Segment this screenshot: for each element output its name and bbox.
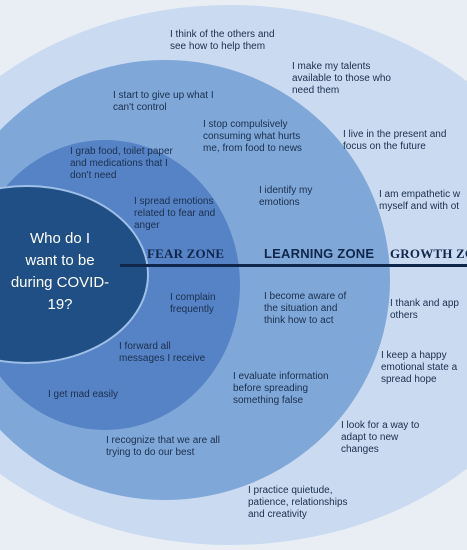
fear-item: I forward all messages I receive — [119, 341, 206, 364]
growth-item: I am empathetic w myself and with ot — [379, 189, 461, 212]
center-question: Who do I want to be during COVID- 19? — [10, 230, 110, 313]
learning-zone-label: LEARNING ZONE — [264, 246, 375, 261]
learning-item: I become aware of the situation and thin… — [264, 291, 347, 326]
learning-item: I stop compulsively consuming what hurts… — [203, 119, 302, 154]
zone-divider-line — [120, 264, 467, 267]
growth-item: I keep a happy emotional state a spread … — [381, 350, 458, 385]
learning-item: I identify my emotions — [259, 185, 313, 208]
fear-zone-label: FEAR ZONE — [147, 246, 225, 261]
learning-item: I recognize that we are all trying to do… — [106, 435, 220, 458]
growth-item: I make my talents available to those who… — [292, 61, 391, 96]
learning-item: I evaluate information before spreading … — [233, 371, 329, 406]
growth-zone-label: GROWTH ZO — [390, 246, 467, 261]
fear-item: I spread emotions related to fear and an… — [134, 196, 216, 231]
growth-item: I live in the present and focus on the f… — [343, 129, 447, 152]
growth-item: I look for a way to adapt to new changes — [341, 420, 420, 455]
growth-item: I thank and app others — [390, 298, 459, 321]
fear-item: I get mad easily — [48, 389, 119, 400]
learning-item: I start to give up what I can't control — [113, 90, 214, 113]
fear-item: I complain frequently — [170, 292, 216, 315]
growth-item: I practice quietude, patience, relations… — [248, 485, 348, 520]
growth-item: I think of the others and see how to hel… — [170, 29, 275, 52]
fear-item: I grab food, toilet paper and medication… — [70, 146, 173, 181]
